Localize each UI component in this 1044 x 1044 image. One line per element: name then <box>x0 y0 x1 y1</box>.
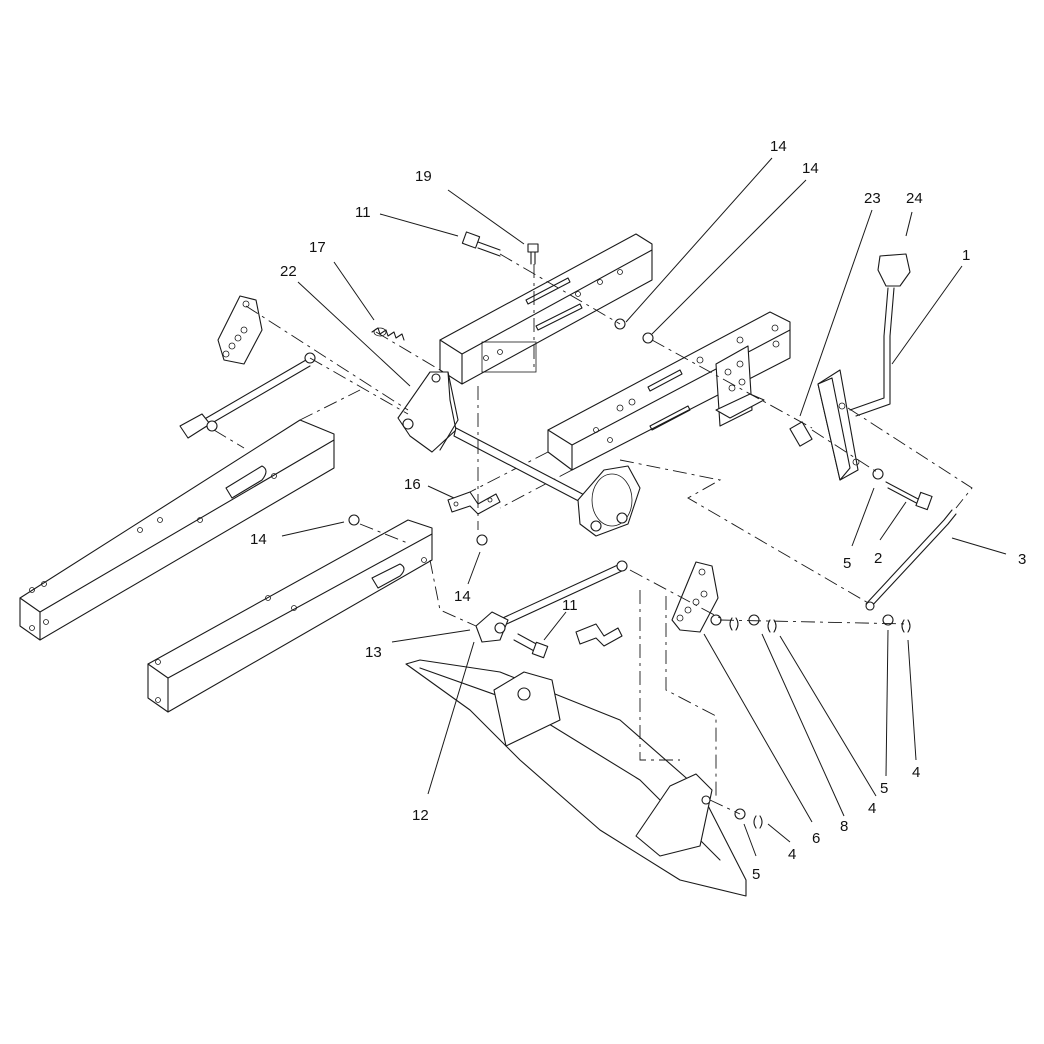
callout-23: 23 <box>864 190 881 207</box>
bolt-part-19 <box>527 243 539 265</box>
upper-frame-rail-right <box>469 311 791 509</box>
pivot-plate-left <box>217 295 263 365</box>
spring-part <box>371 327 405 341</box>
center-lines <box>213 253 973 815</box>
bolt-part-11-top <box>461 231 501 257</box>
link-rod-left <box>179 352 316 439</box>
callout-14-top-b: 14 <box>802 160 819 177</box>
control-lever <box>849 253 911 417</box>
callout-3: 3 <box>1018 551 1026 568</box>
callout-5-rod: 5 <box>880 780 888 797</box>
callout-1: 1 <box>962 247 970 264</box>
callout-16: 16 <box>404 476 421 493</box>
callout-5-arm: 5 <box>752 866 760 883</box>
nuts-14 <box>348 318 654 546</box>
callout-4-plate: 4 <box>868 800 876 817</box>
callout-22: 22 <box>280 263 297 280</box>
deck-lift-arm <box>405 659 747 897</box>
callout-14-middle: 14 <box>454 588 471 605</box>
bolt-2-washer-5 <box>872 468 933 511</box>
callout-17: 17 <box>309 239 326 256</box>
callout-12: 12 <box>412 807 429 824</box>
lever-bracket <box>817 369 860 481</box>
callout-14-top-a: 14 <box>770 138 787 155</box>
lower-frame-rail-middle <box>147 519 433 713</box>
callout-labels: 19 11 17 22 14 14 23 24 1 16 14 14 11 13… <box>250 138 1026 883</box>
spacer-23 <box>789 421 813 447</box>
callout-2: 2 <box>874 550 882 567</box>
callout-6: 6 <box>812 830 820 847</box>
leader-lines <box>281 157 1007 857</box>
link-rod-3 <box>865 509 957 611</box>
callout-24: 24 <box>906 190 923 207</box>
pivot-plate-right <box>671 561 719 633</box>
seat-bracket-right <box>715 345 765 427</box>
callout-11-bottom: 11 <box>562 597 578 614</box>
upper-frame-rail-middle <box>439 233 653 385</box>
shaft-assembly <box>397 371 641 537</box>
callout-4-arm: 4 <box>788 846 796 863</box>
callout-14-left: 14 <box>250 531 267 548</box>
callout-13: 13 <box>365 644 382 661</box>
callout-5-lever: 5 <box>843 555 851 572</box>
clamp-16 <box>447 491 501 515</box>
clamp-lower <box>575 623 623 647</box>
callout-4-rod: 4 <box>912 764 920 781</box>
link-rod-lower <box>475 560 628 659</box>
callout-11-top: 11 <box>355 204 371 221</box>
lower-frame-rail-left <box>19 389 361 641</box>
callout-19: 19 <box>415 168 432 185</box>
callout-8: 8 <box>840 818 848 835</box>
